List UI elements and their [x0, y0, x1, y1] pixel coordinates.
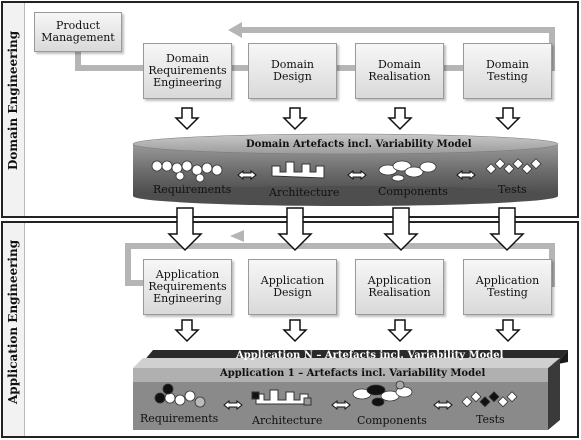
domain-testing-box: Domain Testing	[463, 43, 552, 99]
app-tests-label: Tests	[476, 413, 505, 426]
application-testing-box: Application Testing	[463, 259, 552, 315]
domain-architecture-label: Architecture	[269, 186, 340, 199]
domain-requirements-label: Requirements	[153, 183, 232, 196]
domain-side-bar	[3, 3, 25, 216]
application-realisation-box: Application Realisation	[355, 259, 444, 315]
product-management-box: Product Management	[34, 12, 122, 52]
app-requirements-label: Requirements	[140, 412, 219, 425]
app-components-label: Components	[357, 414, 427, 427]
app-architecture-label: Architecture	[252, 414, 323, 427]
domain-engineering-label: Domain Engineering	[6, 30, 20, 170]
application-design-box: Application Design	[248, 259, 337, 315]
application-1-artefacts-title: Application 1 – Artefacts incl. Variabil…	[220, 368, 486, 379]
application-n-artefacts-title: Application N – Artefacts incl. Variabil…	[236, 350, 504, 361]
application-requirements-engineering-box: Application Requirements Engineering	[143, 259, 232, 315]
domain-requirements-engineering-box: Domain Requirements Engineering	[143, 43, 232, 99]
domain-components-label: Components	[378, 185, 448, 198]
domain-realisation-box: Domain Realisation	[355, 43, 444, 99]
domain-artefacts-title: Domain Artefacts incl. Variability Model	[246, 139, 472, 150]
domain-design-box: Domain Design	[248, 43, 337, 99]
application-engineering-panel	[1, 221, 579, 438]
application-engineering-label: Application Engineering	[6, 239, 20, 404]
application-side-bar	[3, 223, 25, 436]
domain-tests-label: Tests	[498, 183, 527, 196]
